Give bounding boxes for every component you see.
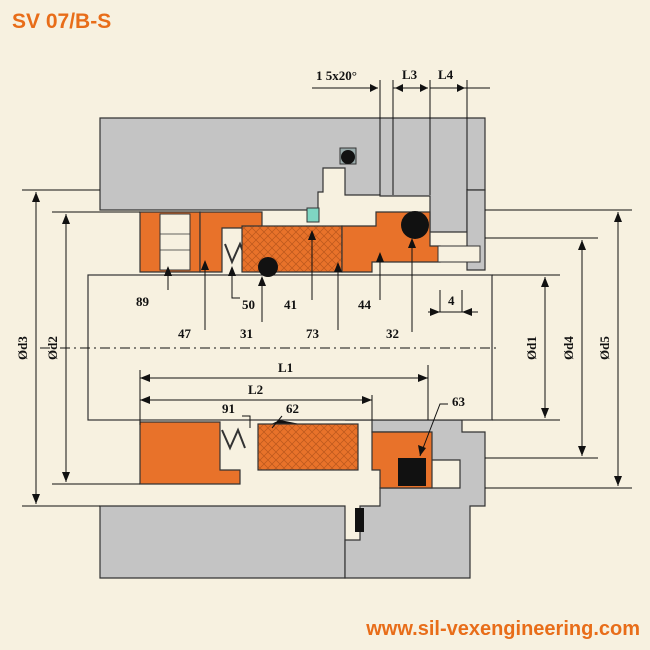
lower-spring-holder: [139, 421, 241, 485]
part-73: 73: [306, 326, 320, 341]
d1-label: Ød1: [524, 336, 539, 360]
part-44: 44: [358, 297, 372, 312]
page-title: SV 07/B-S: [12, 10, 112, 33]
part-50: 50: [242, 297, 255, 312]
right-extension-lines: [485, 209, 632, 489]
l4-arrow: [457, 84, 465, 92]
part-31: 31: [240, 326, 253, 341]
upper-seat-oring: [401, 211, 429, 239]
drive-pin: [306, 207, 320, 223]
l3-label: L3: [402, 67, 418, 82]
anti-rotation-pin: [437, 245, 481, 263]
leader-50-arrow: [228, 266, 236, 276]
part-91: 91: [222, 401, 235, 416]
d2-label: Ød2: [45, 336, 60, 360]
l2-label: L2: [248, 382, 263, 397]
set-screw-lines: [160, 233, 190, 251]
left-extension-lines: [22, 189, 140, 507]
part-47: 47: [178, 326, 192, 341]
part-89: 89: [136, 294, 150, 309]
lower-spring: [221, 427, 246, 451]
chamfer-arrowhead: [370, 84, 378, 92]
lower-housing: [99, 505, 346, 579]
upper-face-oring: [258, 257, 278, 277]
leader-32-arrow: [408, 238, 416, 248]
d3-label: Ød3: [15, 336, 30, 360]
l3-arrows: [395, 84, 428, 92]
leader-62: [271, 415, 283, 429]
leader-73-arrow: [334, 262, 342, 272]
leader-44-arrow: [376, 252, 384, 262]
d5-label: Ød5: [597, 336, 612, 360]
upper-rotary-face: [241, 225, 343, 273]
leader-89-arrow: [164, 266, 172, 276]
four-arrows: [430, 308, 472, 316]
l4-label: L4: [438, 67, 454, 82]
lower-rotary-face: [257, 423, 359, 471]
set-screw-bore: [159, 213, 191, 271]
lower-pin: [355, 508, 364, 532]
leader-50: [231, 268, 240, 299]
top-extension-lines: [379, 80, 468, 195]
part-62: 62: [286, 401, 299, 416]
website-link[interactable]: www.sil-vexengineering.com: [366, 618, 640, 640]
d4-label: Ød4: [561, 336, 576, 360]
leader-91: [242, 415, 251, 428]
lower-seat-gasket: [398, 458, 426, 486]
l1-label: L1: [278, 360, 293, 375]
leader-31-arrow: [258, 276, 266, 286]
l-extension-lines: [139, 365, 429, 425]
chamfer-label: 1 5x20°: [316, 68, 357, 83]
part-63: 63: [452, 394, 466, 409]
part-32: 32: [386, 326, 399, 341]
four-label: 4: [448, 293, 455, 308]
leader-63-arrow: [418, 445, 426, 456]
upper-oring: [341, 150, 355, 164]
part-41: 41: [284, 297, 297, 312]
leader-47-arrow: [201, 260, 209, 270]
leader-63: [419, 403, 448, 457]
leader-41-arrow: [308, 230, 316, 240]
